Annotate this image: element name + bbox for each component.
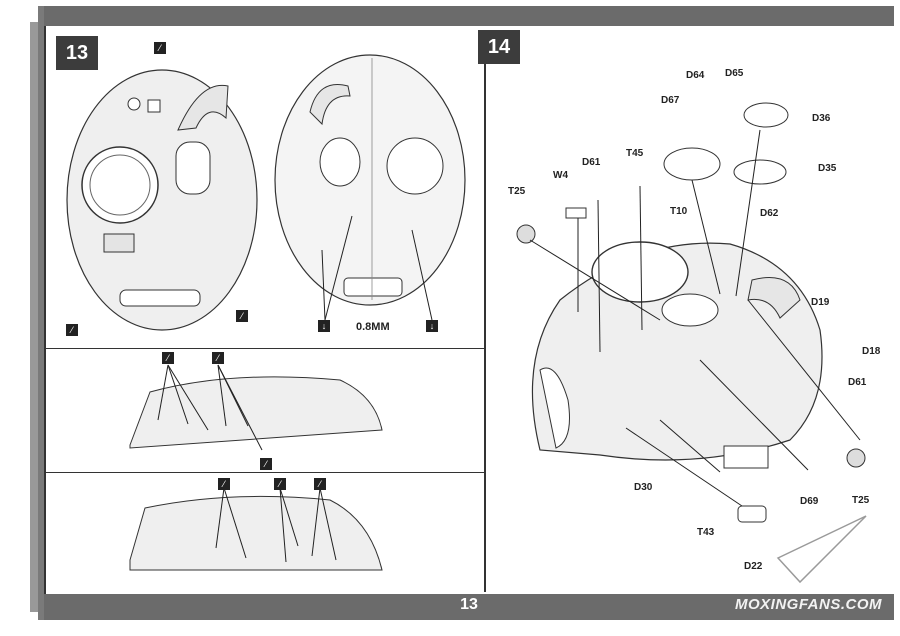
step-14-number: 14 (478, 30, 520, 64)
glue-icon: ⁄ (66, 324, 78, 336)
arrow-down-icon: ↓ (426, 320, 438, 332)
glue-icon: ⁄ (218, 478, 230, 490)
turret-side-view-2 (129, 495, 383, 571)
arrow-down-icon: ↓ (318, 320, 330, 332)
part-label: T10 (670, 206, 688, 217)
part-label: D36 (812, 113, 831, 124)
part-label: D65 (725, 68, 744, 79)
glue-icon: ⁄ (154, 42, 166, 54)
periscope-guard (177, 84, 229, 131)
part-label: T25 (852, 495, 870, 506)
part-label: D61 (582, 157, 601, 168)
part-label: T25 (508, 186, 526, 197)
page-number: 13 (460, 596, 478, 613)
part-label: D30 (634, 482, 653, 493)
part-label: D35 (818, 163, 837, 174)
bottom-bar: 13 MOXINGFANS.COM (44, 594, 894, 620)
part-label: D62 (760, 208, 779, 219)
part-label: W4 (553, 170, 568, 181)
step-divider (484, 30, 486, 592)
part-label: D18 (862, 346, 881, 357)
page-edge (30, 22, 38, 612)
dimension-label: 0.8MM (356, 321, 390, 333)
glue-icon: ⁄ (314, 478, 326, 490)
part-label: D61 (848, 377, 867, 388)
top-bar (44, 6, 894, 28)
glue-icon: ⁄ (274, 478, 286, 490)
paper-plane-logo (776, 515, 867, 584)
step-13-number: 13 (56, 36, 98, 70)
hatch-opening-left (175, 141, 211, 195)
glue-icon: ⁄ (162, 352, 174, 364)
turret-interior-left (66, 69, 258, 331)
row-divider-1 (46, 348, 484, 349)
part-label: T45 (626, 148, 644, 159)
glue-icon: ⁄ (236, 310, 248, 322)
glue-icon: ⁄ (212, 352, 224, 364)
watermark-text: MOXINGFANS.COM (734, 596, 882, 613)
part-label: D64 (686, 70, 705, 81)
row-divider-2 (46, 472, 484, 473)
part-label: T43 (697, 527, 715, 538)
part-label: D69 (800, 496, 819, 507)
part-label: D22 (744, 561, 763, 572)
part-label: D19 (811, 297, 830, 308)
turret-side-view-1 (129, 376, 383, 449)
part-label: D67 (661, 95, 680, 106)
glue-icon: ⁄ (260, 458, 272, 470)
